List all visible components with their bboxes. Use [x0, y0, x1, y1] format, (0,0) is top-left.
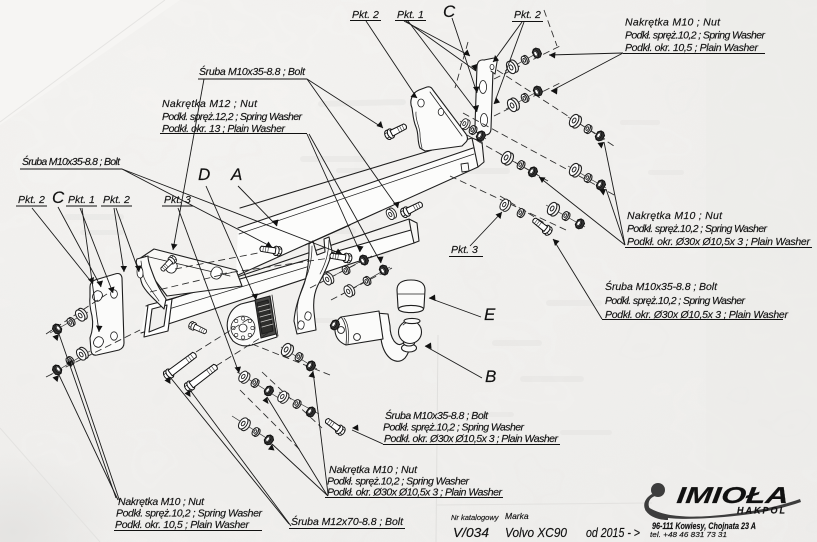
svg-text:Śruba M10x35-8.8 ; Bolt: Śruba M10x35-8.8 ; Bolt: [605, 280, 718, 293]
svg-text:C: C: [52, 188, 65, 207]
svg-text:tel. +48 46 831 73 31: tel. +48 46 831 73 31: [650, 530, 727, 539]
svg-text:V/034: V/034: [453, 526, 489, 540]
svg-text:Podkł. okr. 10,5 ; Plain Washe: Podkł. okr. 10,5 ; Plain Washer: [625, 42, 759, 54]
svg-text:Podkł. spręż.12,2 ; Spring Was: Podkł. spręż.12,2 ; Spring Washer: [162, 111, 303, 123]
svg-text:Podkł. spręż.10,2 ; Spring Was: Podkł. spręż.10,2 ; Spring Washer: [625, 30, 766, 42]
svg-text:Volvo XC90: Volvo XC90: [505, 526, 567, 540]
svg-text:Pkt. 1: Pkt. 1: [68, 194, 95, 206]
svg-text:Nakrętka M10 ; Nut: Nakrętka M10 ; Nut: [625, 17, 721, 29]
svg-text:Podkł. okr. Ø30x Ø10,5x 3 ; P: Podkł. okr. Ø30x Ø10,5x 3 ; Plain Washer: [327, 487, 503, 499]
svg-text:B: B: [485, 367, 496, 386]
svg-text:Pkt. 2: Pkt. 2: [514, 9, 541, 21]
svg-text:Podkł. spręż.10,2 ; Spring Was: Podkł. spręż.10,2 ; Spring Washer: [383, 422, 525, 434]
svg-text:Podkł. spręż.10,2 ; Spring Was: Podkł. spręż.10,2 ; Spring Washer: [116, 508, 263, 520]
svg-text:A: A: [230, 165, 242, 184]
svg-text:Pkt. 3: Pkt. 3: [164, 194, 191, 206]
svg-text:Nakrętka M12 ; Nut: Nakrętka M12 ; Nut: [162, 98, 258, 110]
svg-text:Podkł. okr. Ø30x Ø10,5x 3 ; P: Podkł. okr. Ø30x Ø10,5x 3 ; Plain Washer: [627, 236, 811, 248]
svg-text:Podkł. spręż.10,2 ; Spring Was: Podkł. spręż.10,2 ; Spring Washer: [605, 295, 746, 307]
svg-text:Śruba M10x35-8.8 ; Bolt: Śruba M10x35-8.8 ; Bolt: [199, 65, 306, 78]
svg-text:Nakrętka M10 ; Nut: Nakrętka M10 ; Nut: [627, 210, 723, 222]
svg-text:Śruba M10x35-8.8 ; Bolt: Śruba M10x35-8.8 ; Bolt: [385, 409, 489, 422]
svg-text:Pkt. 2: Pkt. 2: [103, 194, 130, 206]
svg-text:96-111 Kowiesy, Chojnata 23 A: 96-111 Kowiesy, Chojnata 23 A: [652, 521, 756, 532]
svg-text:Podkł. spręż.10,2 ; Spring Was: Podkł. spręż.10,2 ; Spring Washer: [327, 476, 470, 488]
svg-text:Nakrętka M10 ; Nut: Nakrętka M10 ; Nut: [329, 464, 418, 476]
svg-text:Śruba M12x70-8.8 ; Bolt: Śruba M12x70-8.8 ; Bolt: [291, 515, 404, 528]
svg-text:E: E: [484, 305, 496, 324]
svg-text:Podkł. okr. Ø30x Ø10,5x 3 ; P: Podkł. okr. Ø30x Ø10,5x 3 ; Plain Washer: [605, 309, 789, 321]
svg-text:Śruba M10x35-8.8 ; Bolt: Śruba M10x35-8.8 ; Bolt: [22, 155, 121, 168]
svg-text:Pkt. 3: Pkt. 3: [451, 244, 478, 256]
svg-text:Pkt. 2: Pkt. 2: [352, 9, 379, 21]
svg-text:IMIOŁA: IMIOŁA: [675, 482, 790, 508]
svg-text:Pkt. 2: Pkt. 2: [18, 194, 45, 206]
svg-text:D: D: [198, 165, 210, 184]
svg-text:Podkł. okr. 13 ; Plain Washer: Podkł. okr. 13 ; Plain Washer: [162, 123, 286, 135]
svg-text:Podkł. okr. Ø30x Ø10,5x 3 ; P: Podkł. okr. Ø30x Ø10,5x 3 ; Plain Washer: [384, 433, 559, 445]
svg-text:HAKPOL: HAKPOL: [737, 506, 787, 516]
svg-text:Nakrętka M10 ; Nut: Nakrętka M10 ; Nut: [118, 496, 205, 508]
svg-text:C: C: [443, 2, 456, 21]
svg-text:Nr katalogowy: Nr katalogowy: [451, 513, 500, 522]
svg-text:od 2015 - >: od 2015 - >: [586, 526, 640, 540]
svg-text:Podkł. spręż.10,2 ; Spring Was: Podkł. spręż.10,2 ; Spring Washer: [627, 223, 768, 235]
svg-text:Podkł. okr. 10,5 ; Plain Washe: Podkł. okr. 10,5 ; Plain Washer: [115, 519, 250, 531]
svg-text:Marka: Marka: [505, 511, 529, 521]
svg-text:Pkt. 1: Pkt. 1: [397, 9, 424, 21]
